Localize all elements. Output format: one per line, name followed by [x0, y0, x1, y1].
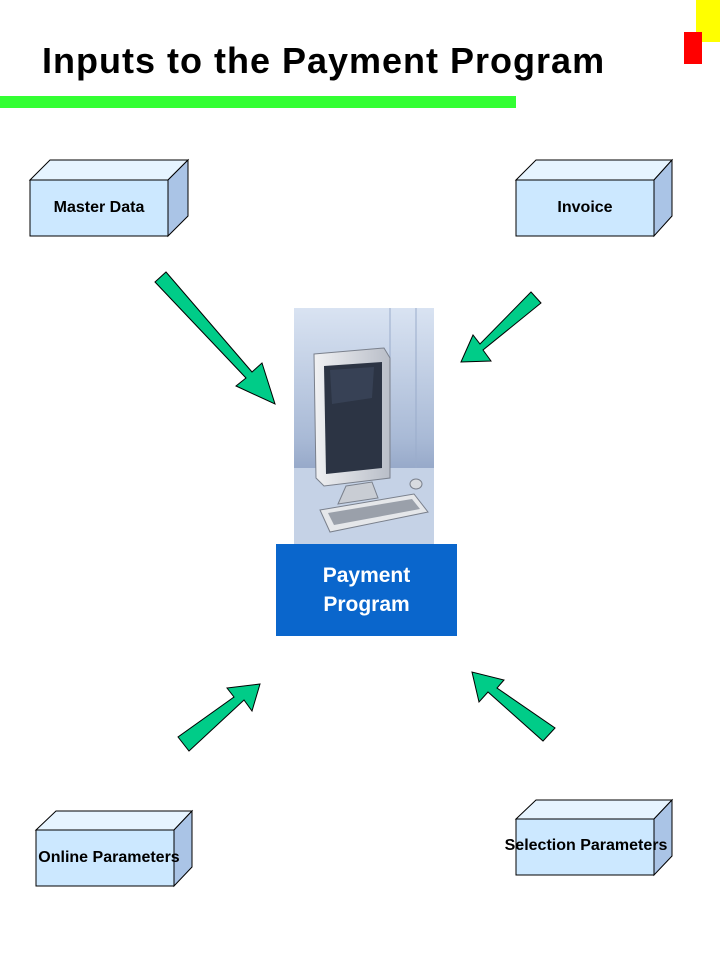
online-parameters-box: [34, 809, 194, 888]
payment-program-label-line1: Payment: [322, 564, 411, 587]
online-parameters-label: Online Parameters: [38, 849, 180, 866]
computer-workstation-icon: [294, 308, 434, 544]
arrow-from-master-data: [154, 271, 276, 405]
corner-decoration-red: [684, 32, 702, 64]
master-data-box: [28, 158, 190, 238]
master-data-label: Master Data: [53, 199, 145, 216]
arrow-from-invoice: [460, 291, 542, 363]
title-underline-bar: [0, 96, 516, 108]
payment-program-label-line2: Program: [323, 593, 410, 616]
invoice-box: [514, 158, 674, 238]
invoice-label: Invoice: [557, 199, 613, 216]
payment-program-box: Payment Program: [276, 544, 457, 636]
arrow-from-selection-parameters: [471, 671, 556, 742]
arrow-from-online-parameters: [177, 683, 261, 752]
page-title: Inputs to the Payment Program: [42, 40, 606, 81]
selection-parameters-label: Selection Parameters: [504, 837, 668, 854]
selection-parameters-box: [514, 798, 674, 877]
